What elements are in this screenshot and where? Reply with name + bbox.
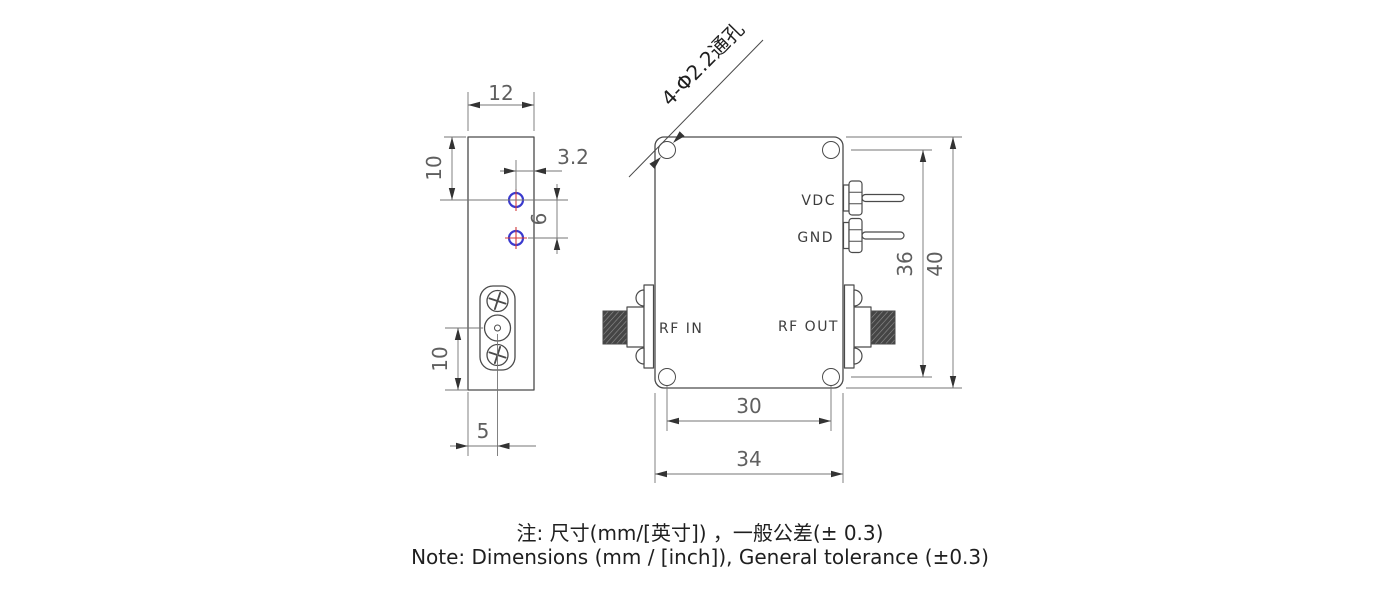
rf-out-thread (870, 310, 896, 345)
gnd-feedthrough (842, 217, 905, 254)
dim-front-hole-spacing-h-value: 30 (736, 394, 761, 418)
gnd-label: GND (797, 230, 834, 246)
side-view: 12 10 3.2 6 10 (422, 81, 589, 456)
rf-out-connector (843, 284, 896, 369)
side-view-body (467, 136, 535, 391)
corner-hole-top-left (658, 141, 676, 159)
dim-front-hole-spacing-v: 36 (851, 149, 932, 378)
dim-side-connector-bottom-value: 10 (428, 346, 452, 371)
sma-coax-pin (494, 324, 501, 332)
side-hole-2 (505, 227, 527, 249)
dim-side-width-value: 12 (488, 81, 513, 105)
drawing-notes: 注: 尺寸(mm/[英寸]) ，一般公差(± 0.3) Note: Dimens… (411, 521, 989, 569)
dim-side-connector-bottom: 10 (428, 327, 483, 391)
rf-out-screw-bottom (853, 347, 863, 365)
note-line-cn: 注: 尺寸(mm/[英寸]) ，一般公差(± 0.3) (517, 521, 884, 545)
front-view-body (654, 136, 844, 389)
rf-in-flange (643, 284, 655, 369)
sma-screw-top (486, 289, 509, 313)
note-line-en: Note: Dimensions (mm / [inch]), General … (411, 545, 989, 569)
dim-side-hole-top-value: 10 (422, 155, 446, 180)
rf-in-connector (602, 284, 655, 369)
rf-in-screw-bottom (635, 347, 645, 365)
vdc-label: VDC (801, 193, 836, 209)
corner-hole-bottom-right (822, 368, 840, 386)
rf-in-screw-top (635, 289, 645, 307)
dim-front-height-value: 40 (923, 251, 947, 276)
dim-side-hole-pitch-value: 6 (527, 213, 551, 226)
dim-side-width: 12 (467, 81, 535, 131)
dim-front-hole-spacing-h: 30 (666, 386, 832, 431)
gnd-pin (861, 231, 905, 240)
front-view: 4-Φ2.2通孔 VDC GND RF IN (602, 17, 962, 483)
rf-out-body (853, 306, 872, 348)
dim-front-width-value: 34 (736, 447, 761, 471)
holes-note-text: 4-Φ2.2通孔 (656, 17, 748, 110)
dim-side-hole-top-offset: 10 (422, 136, 568, 201)
screw-cross-icon (488, 292, 507, 310)
dim-front-width: 34 (654, 393, 844, 483)
corner-hole-bottom-left (658, 368, 676, 386)
dim-front-height: 40 (846, 136, 962, 389)
rf-out-label: RF OUT (778, 319, 839, 335)
vdc-pin (861, 193, 905, 203)
rf-in-thread (602, 310, 628, 345)
dim-side-connector-left-value: 5 (477, 419, 490, 443)
vdc-feedthrough (842, 180, 905, 216)
dim-front-hole-spacing-v-value: 36 (893, 251, 917, 276)
corner-hole-top-right (822, 141, 840, 159)
rf-out-flange (843, 284, 855, 369)
dim-side-hole-pitch: 6 (527, 184, 568, 254)
rf-in-body (626, 306, 645, 348)
rf-out-screw-top (853, 289, 863, 307)
dim-side-hole-edge-offset: 3.2 (500, 145, 589, 192)
dim-side-hole-edge-value: 3.2 (557, 145, 589, 169)
dim-side-connector-left: 5 (450, 334, 536, 456)
rf-in-label: RF IN (659, 321, 703, 337)
holes-leader: 4-Φ2.2通孔 (628, 17, 764, 178)
